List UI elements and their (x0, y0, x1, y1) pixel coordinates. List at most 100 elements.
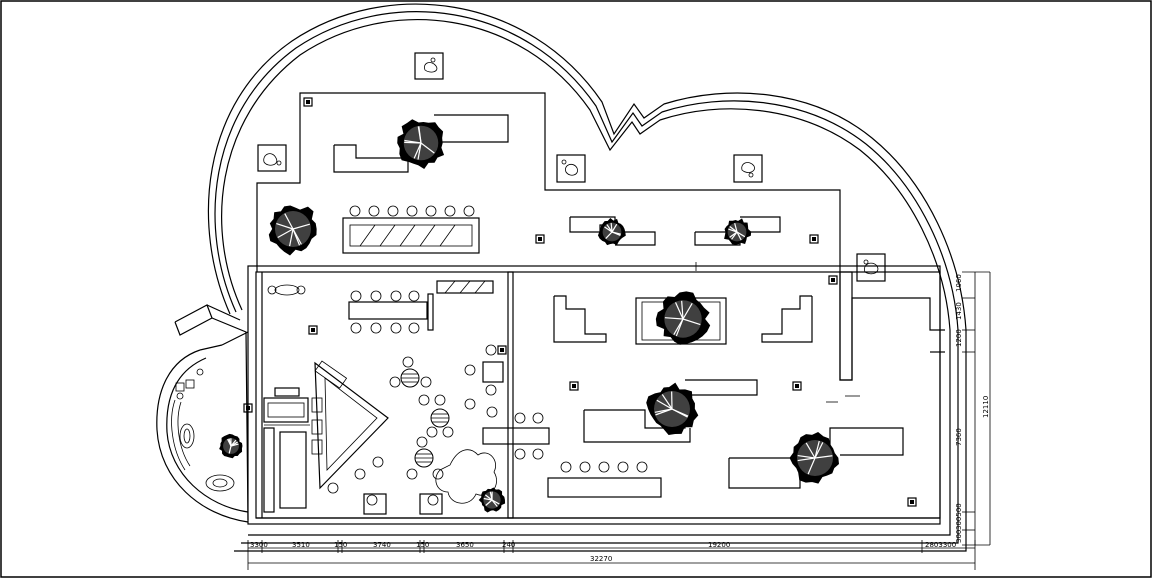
stool (425, 205, 437, 217)
round-table (400, 368, 420, 388)
dim-h-7: 19200 (708, 541, 730, 549)
chair (389, 376, 401, 388)
chair (532, 412, 544, 424)
chair (486, 406, 498, 418)
dim-v-2: 1200 (955, 329, 963, 347)
dim-h-2: 150 (334, 541, 347, 549)
building-walls (247, 265, 941, 525)
sofa (553, 295, 607, 343)
column-marker (907, 497, 917, 507)
tree-icon (646, 382, 699, 436)
round-table (430, 408, 450, 428)
sofa (761, 295, 813, 343)
chair (408, 290, 420, 302)
chair (432, 468, 444, 480)
dim-v-0: 1060 (955, 274, 963, 292)
tree-icon (724, 218, 752, 245)
chair (370, 322, 382, 334)
dim-h-total: 32270 (590, 555, 612, 563)
dim-h-5: 3650 (456, 541, 474, 549)
planter-box (856, 253, 886, 282)
planter-box (414, 52, 444, 80)
column-marker (303, 97, 313, 107)
planter-box (733, 154, 763, 183)
triangular-bar (314, 361, 389, 490)
chair (442, 426, 454, 438)
round-table (414, 448, 434, 468)
chair (464, 364, 476, 376)
chair (485, 384, 497, 396)
terrace-furniture (243, 52, 917, 507)
stool (579, 461, 591, 473)
column-marker (828, 275, 838, 285)
entrance-wing (156, 304, 249, 523)
chair (354, 468, 366, 480)
column-marker (792, 381, 802, 391)
chair (370, 290, 382, 302)
motorcycle-icon (267, 284, 306, 296)
building-outer-wall (247, 265, 941, 525)
perimeter-walls (207, 3, 967, 552)
stool (368, 205, 380, 217)
dim-h-8: 2803300 (925, 541, 956, 549)
dim-h-0: 3300 (250, 541, 268, 549)
chair (426, 426, 438, 438)
chair (390, 322, 402, 334)
chair (420, 376, 432, 388)
tree-icon (397, 119, 445, 170)
chair (418, 394, 430, 406)
stool (617, 461, 629, 473)
stool (387, 205, 399, 217)
chair (514, 448, 526, 460)
stool (349, 205, 361, 217)
stool (406, 205, 418, 217)
stool (560, 461, 572, 473)
bar-counter (348, 301, 428, 320)
stool (463, 205, 475, 217)
dimension-labels: 3300 3510 150 3740 150 3650 240 19200 28… (250, 274, 990, 563)
chair (327, 482, 339, 494)
dimension-lines (247, 271, 991, 570)
chair (464, 398, 476, 410)
chair (434, 394, 446, 406)
chair (427, 494, 439, 506)
dim-v-1: 1430 (955, 302, 963, 320)
dim-h-6: 240 (502, 541, 515, 549)
column-marker (497, 345, 507, 355)
tree-icon (268, 205, 317, 256)
chair (514, 412, 526, 424)
tree-icon (219, 433, 243, 459)
chair (416, 436, 428, 448)
chair (485, 344, 497, 356)
tree-icon (478, 487, 506, 513)
column-marker (809, 234, 819, 244)
left-interior (263, 280, 550, 515)
chair (366, 494, 378, 506)
trees (219, 119, 839, 513)
dim-v-5: 300 (955, 530, 963, 543)
tree-icon (597, 217, 626, 246)
chair (372, 456, 384, 468)
chair (390, 290, 402, 302)
stool (444, 205, 456, 217)
chair (350, 322, 362, 334)
column-marker (308, 325, 318, 335)
planter-box (257, 144, 287, 172)
column-marker (243, 403, 253, 413)
chair (402, 356, 414, 368)
dim-v-3: 7360 (955, 428, 963, 446)
right-hall (547, 262, 904, 498)
dim-h-4: 150 (416, 541, 429, 549)
tree-icon (655, 291, 711, 345)
chair (532, 448, 544, 460)
stool (598, 461, 610, 473)
chair (350, 290, 362, 302)
chair (406, 468, 418, 480)
terrace-bar-counter (342, 217, 480, 254)
stool (636, 461, 648, 473)
planter-box (556, 154, 586, 183)
dim-v-4: 300500 (955, 503, 963, 530)
